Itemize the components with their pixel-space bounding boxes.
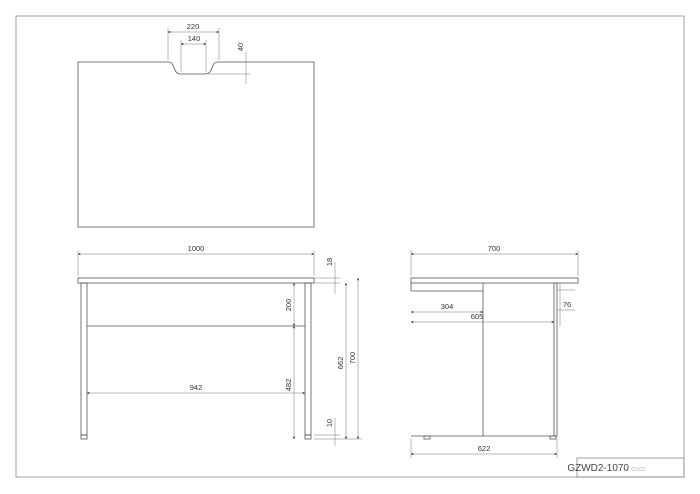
dim-overall-width: 1000 <box>188 244 205 253</box>
front-left-leg <box>80 282 88 436</box>
dim-notch-depth: 40 <box>236 43 245 51</box>
dim-leg-height: 662 <box>336 357 345 370</box>
tabletop-outline <box>77 61 315 228</box>
side-rear-leg <box>553 282 558 437</box>
dim-inner-width: 942 <box>190 383 203 392</box>
front-tabletop <box>77 277 315 284</box>
dim-drawer-depth: 605 <box>471 312 484 321</box>
dim-foot-height: 10 <box>325 419 334 427</box>
dim-overall-depth: 700 <box>488 244 501 253</box>
drawing-code-suffix: ▭▭ <box>631 464 645 473</box>
sheet-frame <box>15 15 685 478</box>
dim-notch-inner: 140 <box>188 34 201 43</box>
dim-base-depth: 622 <box>478 444 491 453</box>
dim-top-thickness: 18 <box>325 258 334 266</box>
front-view: 1000 942 200 482 18 662 700 1 <box>77 244 362 446</box>
title-block: GZWD2-1070 ▭▭ <box>567 457 685 478</box>
side-tabletop <box>410 277 579 284</box>
front-right-leg <box>304 282 312 436</box>
dim-knee-height: 482 <box>284 379 293 392</box>
dim-notch-outer: 220 <box>187 22 200 31</box>
top-view: 220 140 40 <box>77 22 315 228</box>
dim-drawer-front: 304 <box>441 302 454 311</box>
dim-apron-height: 200 <box>284 299 293 312</box>
side-view: 700 304 605 76 622 <box>410 244 579 458</box>
dim-overall-height: 700 <box>348 352 357 365</box>
dim-rail-height: 76 <box>563 300 571 309</box>
drawing-code: GZWD2-1070 <box>567 463 629 474</box>
